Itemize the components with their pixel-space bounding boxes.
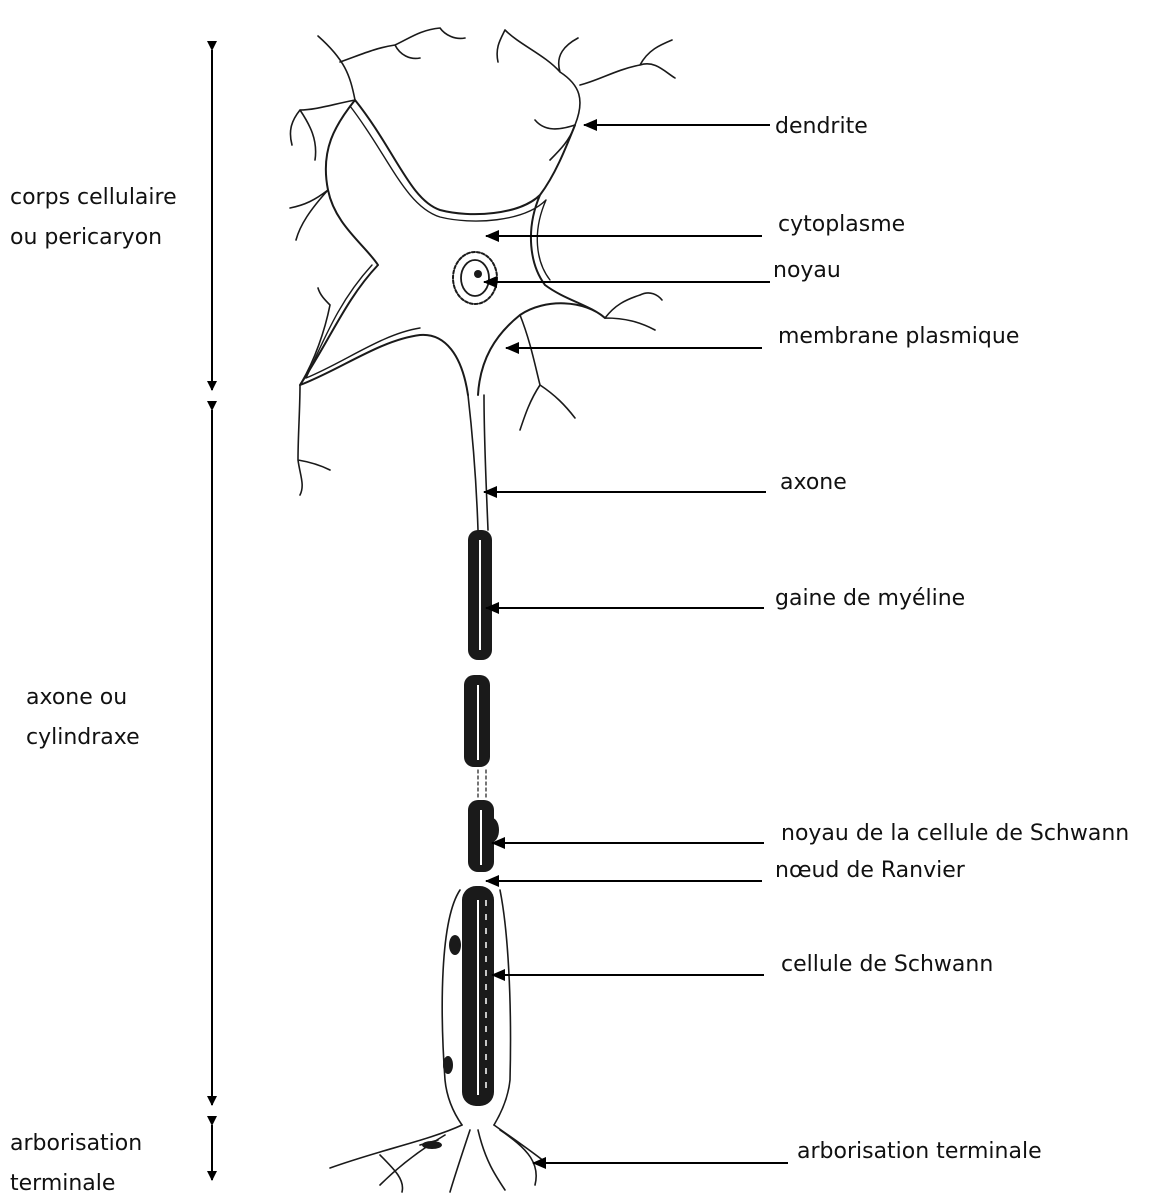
label-ranvier: nœud de Ranvier bbox=[775, 858, 966, 883]
nucleus bbox=[453, 252, 497, 304]
label-schwann: cellule de Schwann bbox=[781, 952, 993, 977]
label-myeline: gaine de myéline bbox=[775, 586, 965, 611]
dendrites bbox=[290, 28, 675, 495]
label-arborisation: arborisation terminale bbox=[797, 1139, 1042, 1164]
label-membrane: membrane plasmique bbox=[778, 324, 1019, 349]
terminal-label-line2: terminale bbox=[10, 1171, 115, 1196]
neuron-illustration bbox=[290, 28, 675, 1192]
label-dendrite: dendrite bbox=[775, 114, 868, 139]
soma-label-line1: corps cellulaire bbox=[10, 185, 177, 210]
terminal-label-line1: arborisation bbox=[10, 1131, 142, 1156]
label-noyau-schwann: noyau de la cellule de Schwann bbox=[781, 821, 1129, 846]
axon-label-line1: axone ou bbox=[26, 685, 127, 710]
leader-lines bbox=[484, 125, 788, 1163]
myelin-sheath bbox=[462, 530, 494, 1106]
soma-label-line2: ou pericaryon bbox=[10, 225, 162, 250]
axon-label-line2: cylindraxe bbox=[26, 725, 140, 750]
label-axone: axone bbox=[780, 470, 847, 495]
cell-body bbox=[300, 100, 605, 395]
label-cytoplasme: cytoplasme bbox=[778, 212, 905, 237]
terminal-arborization bbox=[330, 1125, 545, 1192]
label-noyau: noyau bbox=[773, 258, 841, 283]
